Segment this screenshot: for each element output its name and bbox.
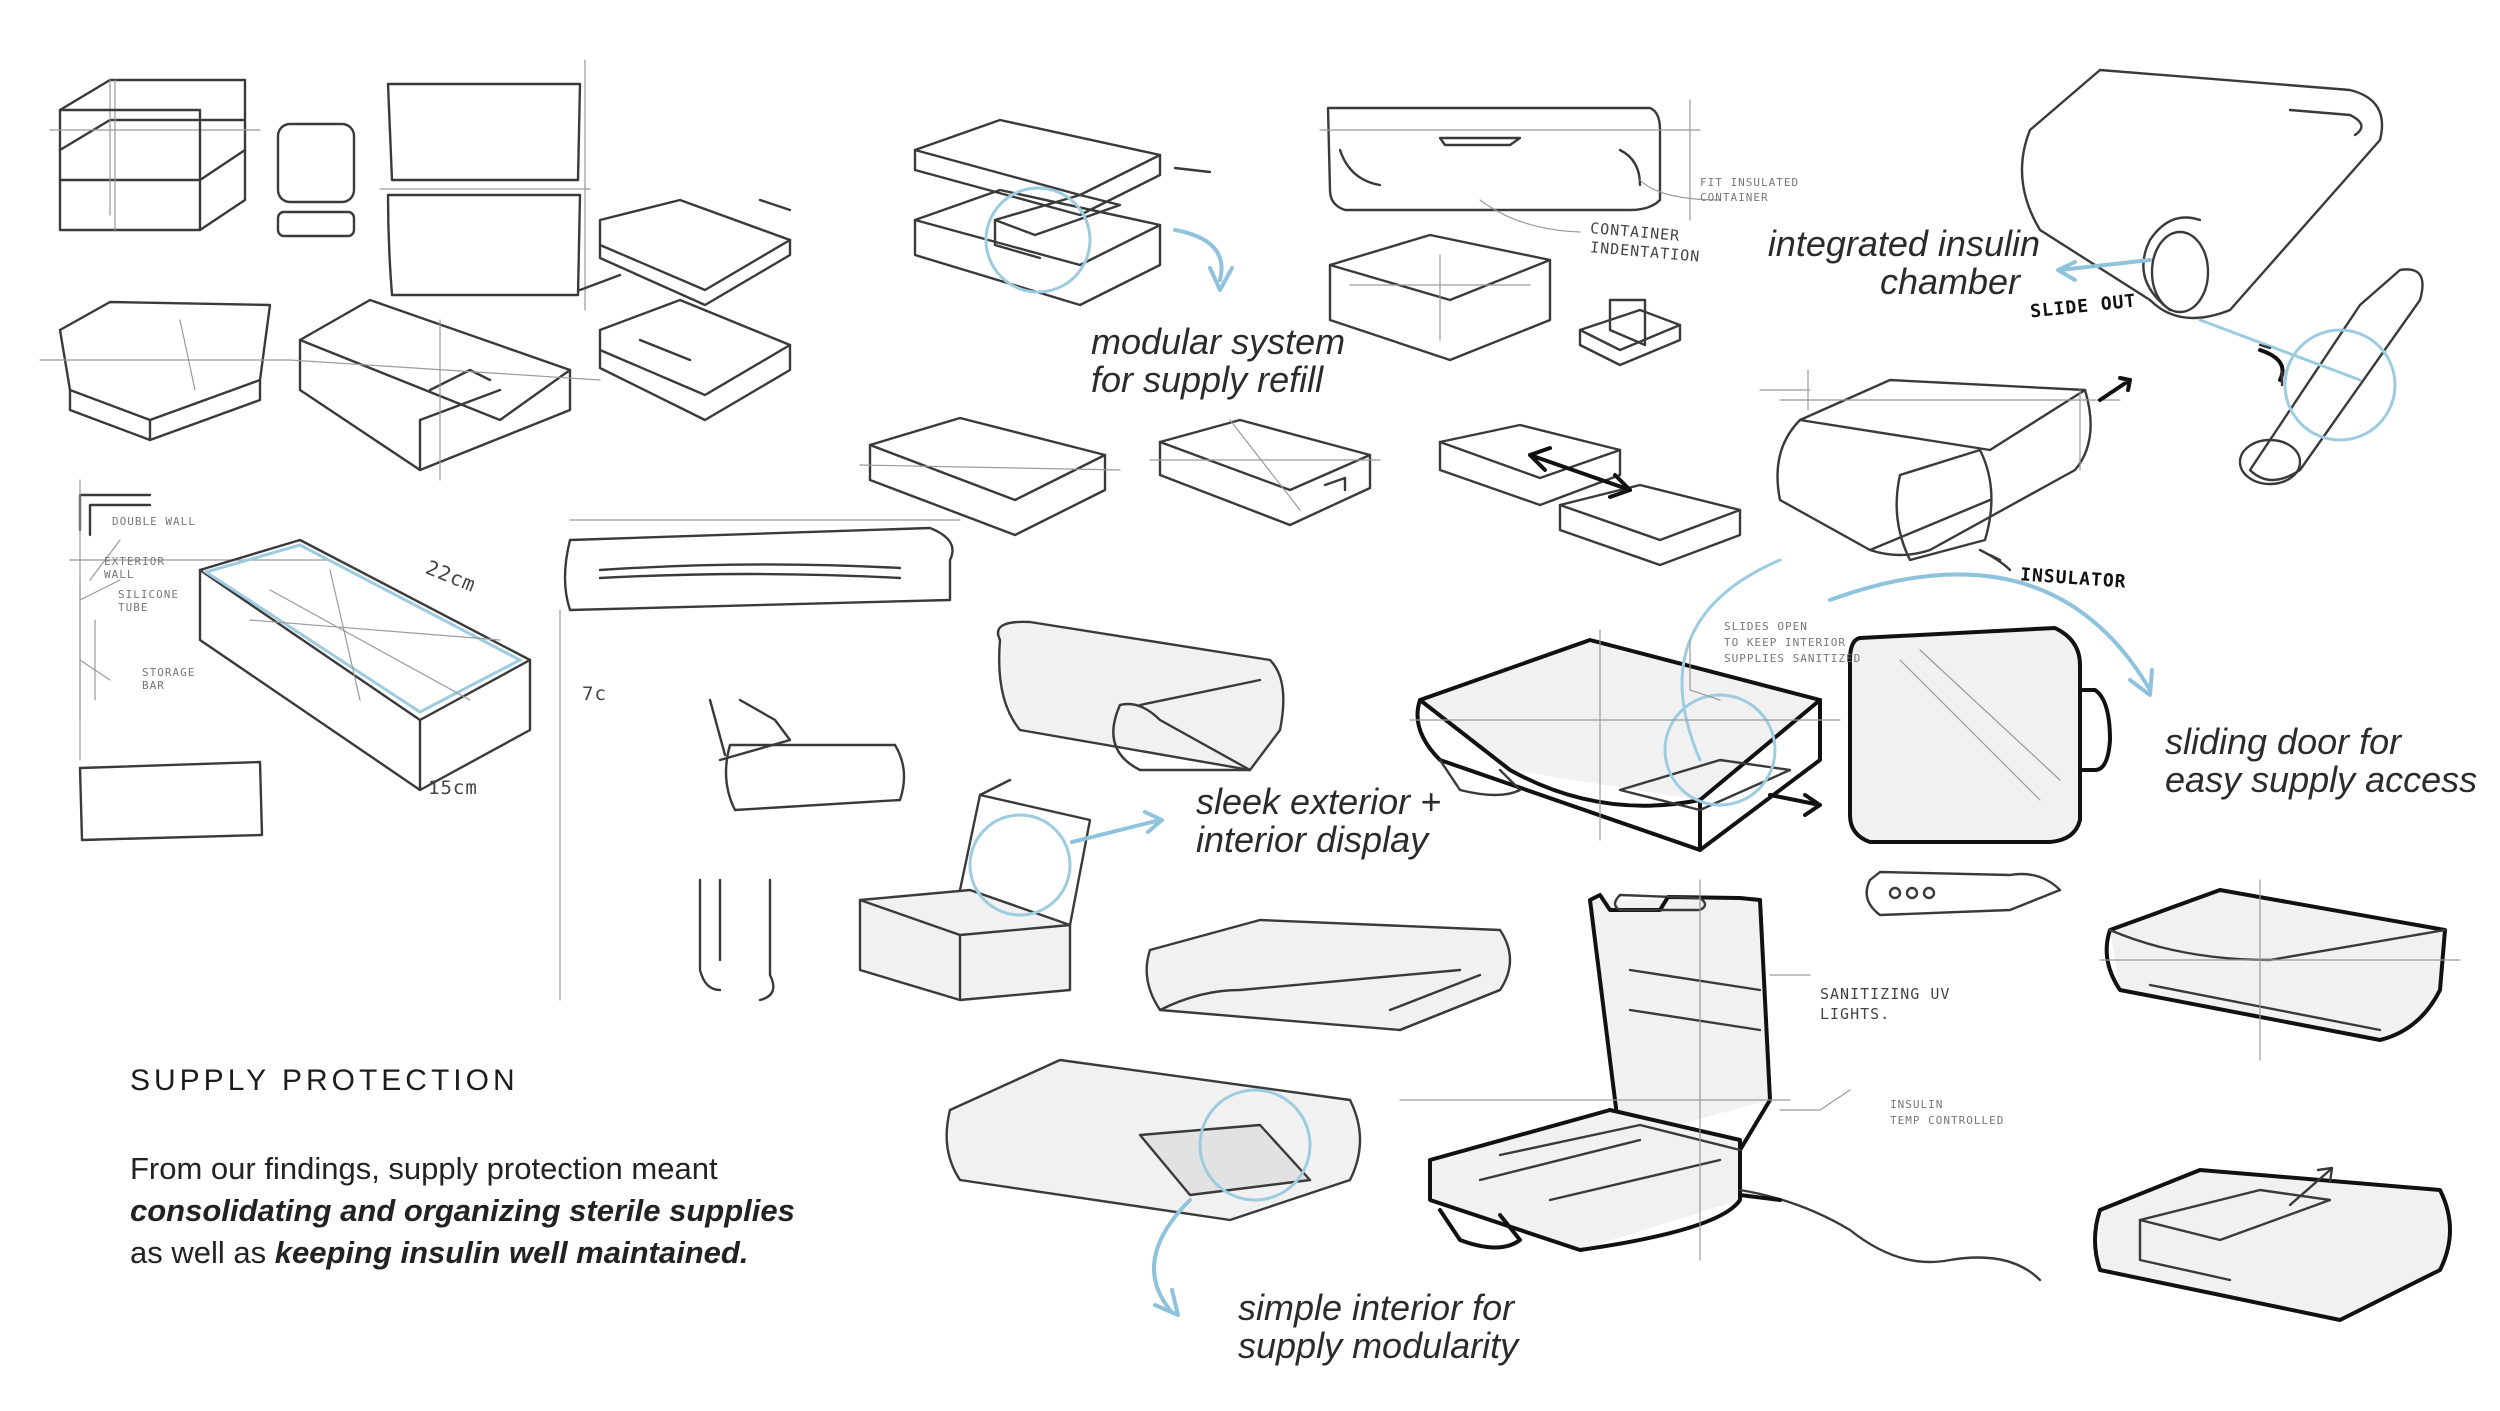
sketch-insulated-container: [1319, 99, 1721, 367]
sketch-long-box: [559, 519, 961, 1001]
sketch-uv-case: [1399, 879, 2042, 1282]
annotation-leaders: [79, 539, 1851, 1111]
body-prefix: From our findings, supply protection mea…: [130, 1151, 718, 1186]
label-slides-open-3: SUPPLIES SANITIZED: [1724, 652, 1862, 665]
sketch-right-box-top: [2099, 879, 2461, 1061]
label-double-wall: DOUBLE WALL: [112, 515, 196, 528]
sketch-drawer-box-open: [945, 1058, 1362, 1317]
sketch-drawer-box: [289, 298, 601, 481]
sketch-slide-out-box: [1759, 369, 2132, 572]
section-heading: SUPPLY PROTECTION: [130, 1064, 519, 1097]
sketch-insulin-chamber: [2020, 68, 2424, 486]
sketch-small-trays-row: [859, 416, 1742, 567]
body-emphasis-2: keeping insulin well maintained.: [274, 1235, 749, 1270]
sketch-sliding-door-panel: [1828, 572, 2154, 917]
label-insulin-temp-1: INSULIN: [1890, 1098, 1944, 1111]
sketch-open-lid-box: [858, 778, 1164, 1002]
sketch-sanitizing-case: [1409, 558, 1841, 852]
label-storage-bar-2: BAR: [142, 679, 165, 692]
note-sleek-exterior-line1: sleek exterior +: [1196, 781, 1442, 822]
sketch-sleek-box: [996, 620, 1285, 772]
sketch-modular-system: [913, 118, 1234, 307]
body-emphasis-1: consolidating and organizing sterile sup…: [130, 1193, 795, 1228]
label-uv-lights-2: LIGHTS.: [1820, 1005, 1891, 1023]
label-insulated-2: CONTAINER: [1700, 191, 1769, 204]
label-insulated-1: FIT INSULATED: [1700, 176, 1800, 189]
label-exterior-wall-1: EXTERIOR: [104, 555, 165, 568]
body-middle: as well as: [130, 1235, 267, 1270]
label-silicone-tube-1: SILICONE: [118, 588, 179, 601]
label-silicone-tube-2: TUBE: [118, 601, 149, 614]
label-insulin-temp-2: TEMP CONTROLLED: [1890, 1114, 2005, 1127]
sketch-slim-box: [1145, 918, 1512, 1032]
label-dim-15cm: 15cm: [428, 777, 478, 799]
note-simple-interior-line2: supply modularity: [1238, 1325, 1519, 1366]
label-storage-bar-1: STORAGE: [142, 666, 196, 679]
sketch-flat-tray: [39, 300, 291, 442]
sketch-right-box-bottom: [2093, 1166, 2452, 1322]
label-dim-7c: 7c: [582, 683, 607, 705]
note-modular-system-line1: modular system: [1091, 321, 1346, 362]
note-sliding-door-line2: easy supply access: [2165, 759, 2478, 800]
section-body: From our findings, supply protection mea…: [130, 1148, 795, 1274]
note-integrated-insulin-line2: chamber: [1879, 261, 2020, 302]
sketch-rounded-square: [276, 122, 356, 238]
note-simple-interior-line1: simple interior for: [1238, 1287, 1515, 1328]
label-uv-lights-1: SANITIZING UV: [1820, 985, 1951, 1003]
note-integrated-insulin-line1: integrated insulin: [1767, 223, 2040, 264]
note-sliding-door-line1: sliding door for: [2165, 721, 2402, 762]
sketch-lid-trays: [578, 198, 792, 422]
note-modular-system-line2: for supply refill: [1091, 359, 1324, 400]
sketch-double-wall-tray: [69, 479, 532, 842]
label-slides-open-1: SLIDES OPEN: [1724, 620, 1808, 633]
note-sleek-exterior-line2: interior display: [1196, 819, 1429, 860]
sketch-stacked-containers-front: [379, 59, 591, 311]
label-slides-open-2: TO KEEP INTERIOR: [1724, 636, 1846, 649]
label-exterior-wall-2: WALL: [104, 568, 135, 581]
sketch-profile-section: [698, 878, 775, 1002]
sketch-stacked-boxes: [49, 78, 261, 232]
